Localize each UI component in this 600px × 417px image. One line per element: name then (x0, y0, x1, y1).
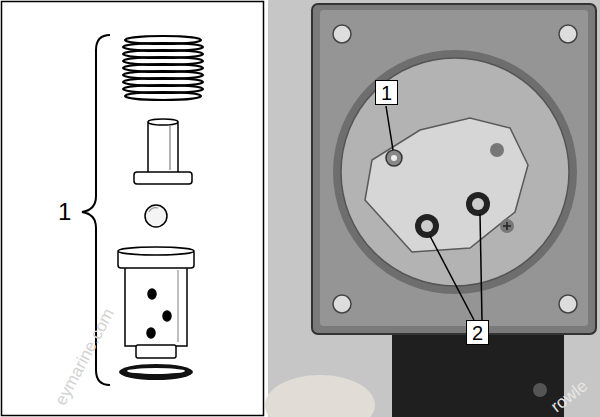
valve-body (118, 247, 194, 358)
valve-plate (365, 118, 528, 252)
hand (265, 375, 375, 417)
mount-holes (333, 25, 577, 313)
bore (341, 58, 569, 286)
bore-rim (333, 50, 577, 294)
callout-number: 1 (375, 80, 398, 105)
photo-ground (268, 0, 600, 417)
piston (134, 119, 192, 184)
port (533, 383, 547, 397)
check-ball (145, 205, 167, 227)
housing (312, 4, 596, 334)
housing-face (320, 10, 588, 326)
panel-frame (2, 2, 264, 416)
callout-number: 1 (58, 200, 71, 224)
o-ring (119, 364, 193, 380)
callout-number: 2 (466, 320, 489, 345)
leader-line (386, 106, 482, 320)
spring (123, 36, 203, 100)
plate-parts (386, 143, 514, 238)
